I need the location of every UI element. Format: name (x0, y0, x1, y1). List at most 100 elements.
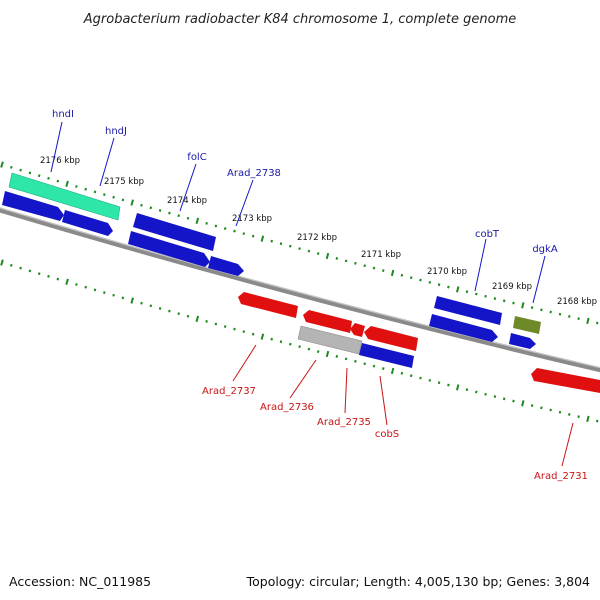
major-tick (0, 161, 4, 168)
minor-tick (354, 261, 357, 265)
minor-tick (568, 315, 571, 318)
gene-label-Arad_2736[interactable]: Arad_2736 (260, 402, 314, 413)
kbp-label: 2172 kbp (297, 233, 337, 243)
minor-tick (93, 190, 97, 194)
minor-tick (409, 276, 413, 280)
gene-label-hndJ[interactable]: hndJ (105, 126, 127, 137)
minor-tick (270, 239, 273, 243)
major-tick (586, 415, 590, 422)
gene-cobS-lower[interactable] (359, 343, 414, 368)
minor-tick (242, 232, 246, 236)
major-tick (130, 199, 134, 206)
minor-tick (298, 247, 301, 251)
gene-hndI-lower[interactable] (2, 191, 64, 221)
minor-tick (502, 299, 506, 303)
minor-tick (47, 274, 50, 278)
gene-Arad_2735[interactable] (350, 323, 365, 337)
major-tick (521, 400, 525, 407)
minor-tick (363, 264, 366, 268)
major-tick (130, 297, 134, 304)
gene-hndJ[interactable] (62, 210, 113, 236)
minor-tick (447, 383, 450, 387)
gene-Arad_2736[interactable] (303, 310, 352, 333)
leader-line (50, 121, 63, 173)
gene-Arad_2731[interactable] (531, 368, 600, 393)
minor-tick (484, 294, 487, 298)
minor-tick (251, 234, 255, 238)
map-title: Agrobacterium radiobacter K84 chromosome… (83, 12, 516, 27)
minor-tick (372, 364, 376, 368)
major-tick (521, 302, 525, 309)
minor-tick (10, 263, 13, 267)
gene-folC-lower[interactable] (128, 231, 210, 267)
minor-tick (437, 381, 441, 385)
minor-tick (493, 297, 497, 300)
inner-tick-ring (0, 259, 599, 423)
minor-tick (289, 342, 292, 346)
genome-summary-text: Topology: circular; Length: 4,005,130 bp… (246, 574, 590, 589)
major-tick (195, 217, 200, 224)
major-tick (390, 367, 395, 375)
minor-tick (568, 413, 571, 416)
minor-tick (316, 252, 320, 255)
bottom-gene-labels: Arad_2737 Arad_2736 Arad_2735 cobS Arad_… (202, 386, 588, 482)
minor-tick (549, 310, 552, 314)
minor-tick (19, 266, 22, 270)
minor-tick (270, 337, 273, 341)
gene-folC[interactable] (133, 213, 216, 251)
chromosome-backbone-highlight (0, 207, 600, 369)
minor-tick (577, 415, 580, 419)
gene-Arad_2738[interactable] (208, 256, 244, 276)
gene-label-cobT[interactable]: cobT (475, 229, 500, 240)
kbp-label: 2173 kbp (232, 214, 272, 224)
major-tick (260, 333, 265, 340)
minor-tick (28, 171, 32, 175)
gene-cobT[interactable] (434, 296, 502, 325)
gene-cobS[interactable] (364, 326, 418, 351)
gene-label-folC[interactable]: folC (187, 152, 206, 163)
gene-hndI[interactable] (8, 172, 121, 221)
minor-tick (354, 359, 357, 363)
minor-tick (549, 408, 552, 412)
top-leader-lines (50, 121, 546, 304)
minor-tick (382, 269, 385, 272)
gene-label-Arad_2731[interactable]: Arad_2731 (534, 471, 588, 482)
gene-label-Arad_2738[interactable]: Arad_2738 (227, 168, 281, 179)
minor-tick (512, 399, 515, 403)
gene-label-cobS[interactable]: cobS (375, 429, 399, 440)
leader-line (379, 375, 388, 426)
minor-tick (37, 272, 41, 276)
chromosome-backbone (0, 207, 600, 373)
minor-tick (177, 312, 180, 316)
minor-tick (530, 306, 534, 309)
minor-tick (177, 214, 180, 218)
minor-tick (400, 273, 404, 277)
gene-dgkA[interactable] (513, 316, 541, 334)
kbp-label: 2171 kbp (361, 250, 401, 260)
minor-tick (540, 406, 543, 410)
gene-cobT-lower[interactable] (429, 314, 498, 342)
gene-pseudo[interactable] (297, 325, 363, 355)
minor-tick (502, 397, 506, 401)
gene-label-dgkA[interactable]: dgkA (532, 244, 557, 255)
minor-tick (372, 266, 376, 270)
minor-tick (289, 244, 292, 248)
minor-tick (75, 283, 78, 286)
gene-label-Arad_2735[interactable]: Arad_2735 (317, 417, 371, 428)
leader-line (232, 344, 257, 382)
minor-tick (540, 308, 543, 312)
minor-tick (530, 404, 534, 407)
minor-tick (382, 367, 385, 370)
minor-tick (56, 179, 60, 183)
gene-label-Arad_2737[interactable]: Arad_2737 (202, 386, 256, 397)
minor-tick (577, 317, 580, 321)
gene-label-hndI[interactable]: hndI (52, 109, 74, 120)
minor-tick (112, 293, 115, 297)
kbp-label: 2170 kbp (427, 267, 467, 277)
major-tick (325, 350, 330, 358)
gene-dgkA-lower[interactable] (509, 333, 536, 349)
major-tick (390, 269, 395, 277)
gene-Arad_2737[interactable] (238, 292, 298, 318)
kbp-label: 2168 kbp (557, 297, 597, 307)
accession-text: Accession: NC_011985 (9, 574, 151, 589)
